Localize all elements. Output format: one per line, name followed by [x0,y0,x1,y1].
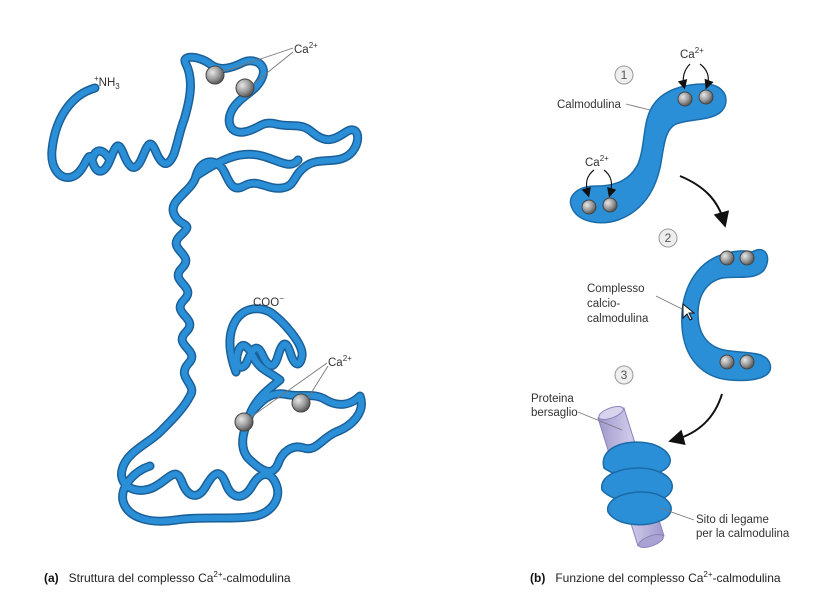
calmodulin-bound [601,441,674,526]
ca-ion-a3 [234,412,254,432]
c-terminus-label: COO− [253,294,284,309]
step-badge-3: 3 [614,365,634,385]
ca-ion-a4 [291,393,311,413]
n-terminus-label: +NH3 [94,74,120,91]
caption-a: (a)Struttura del complesso Ca2+-calmodul… [44,570,291,585]
ca-ion-a2 [235,78,255,98]
ca-label-b-top: Ca2+ [680,46,704,61]
panel-b-function: 1 2 3 Ca2+ Ca2+ Calmodulina [530,46,790,585]
svg-text:2: 2 [665,231,672,245]
protein-ribbon [48,54,365,525]
step-badge-1: 1 [614,65,634,85]
calmodulina-label: Calmodulina [557,99,622,111]
ca-ions-free [581,89,714,215]
calmodulina-leader [625,103,651,111]
target-leader [577,411,623,431]
step-badge-2: 2 [658,228,678,248]
ion-binding-arrows [581,63,714,198]
ca-label-top: Ca2+ [294,41,318,56]
ca-ions-complex [719,250,755,370]
ca-label-bottom: Ca2+ [328,354,352,369]
binding-site-label: Sito di legame per la calmodulina [696,514,790,540]
ca-label-b-mid: Ca2+ [585,154,609,169]
arrow-step2-to-3 [668,393,723,446]
caption-b: (b)Funzione del complesso Ca2+-calmoduli… [530,570,781,585]
mouse-cursor-icon [682,302,696,321]
protein-ribbon-shadow [52,57,362,521]
ca-ion-a1 [205,65,225,85]
calcium-calmodulin-complex [681,249,772,382]
svg-text:3: 3 [621,368,628,382]
panel-a-structure: Ca2+ Ca2+ +NH3 COO− (a)Struttura del com… [44,41,361,585]
complex-label: Complesso calcio- calmodulina [587,283,649,325]
ion-leader-lines [221,47,329,418]
svg-text:1: 1 [621,68,628,82]
target-protein-label: Proteina bersaglio [531,393,578,419]
complex-leader [655,295,685,311]
arrow-step1-to-2 [679,175,730,228]
binding-site-leader [659,507,695,521]
